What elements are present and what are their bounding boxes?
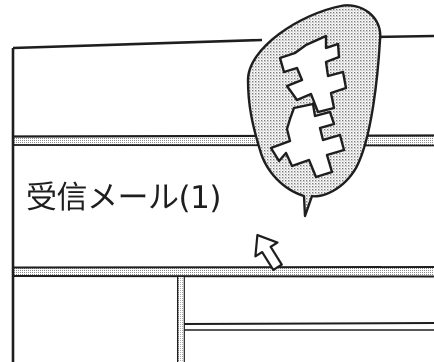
- lower-panels: [177, 277, 434, 362]
- sound-effect-glyph-bottom: [269, 102, 346, 179]
- speech-bubble-icon: [246, 4, 382, 218]
- header-divider-band: [12, 134, 434, 147]
- list-divider-band: [13, 266, 434, 278]
- arrow-cursor-icon: [254, 233, 283, 272]
- sound-effect-glyph-top: [278, 34, 348, 114]
- inbox-label[interactable]: 受信メール(1): [26, 180, 221, 216]
- screen-frame: [11, 34, 434, 362]
